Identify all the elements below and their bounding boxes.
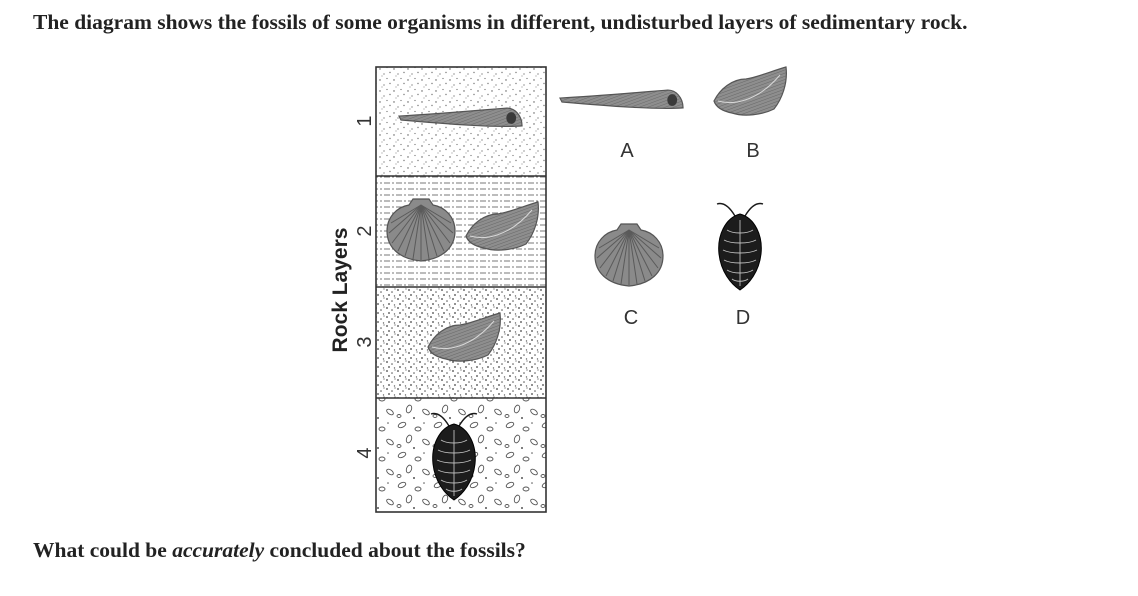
key-label-a: A xyxy=(620,140,634,162)
key-label-d: D xyxy=(736,307,750,329)
layer-label-1: 1 xyxy=(354,115,376,126)
layer-label-2: 2 xyxy=(354,225,376,236)
key-fossil-a xyxy=(559,89,684,110)
question-emphasis: accurately xyxy=(172,538,265,562)
layer-label-4: 4 xyxy=(354,447,376,458)
key-fossil-d xyxy=(716,202,764,291)
key-label-c: C xyxy=(624,307,638,329)
key-fossil-b xyxy=(713,66,787,116)
key-label-b: B xyxy=(746,140,759,162)
key-fossil-c xyxy=(594,223,664,287)
question-text: What could be accurately concluded about… xyxy=(33,538,526,563)
intro-text: The diagram shows the fossils of some or… xyxy=(33,10,968,34)
layer-label-3: 3 xyxy=(354,336,376,347)
question-prefix: What could be xyxy=(33,538,173,562)
question-suffix: concluded about the fossils? xyxy=(264,538,526,562)
